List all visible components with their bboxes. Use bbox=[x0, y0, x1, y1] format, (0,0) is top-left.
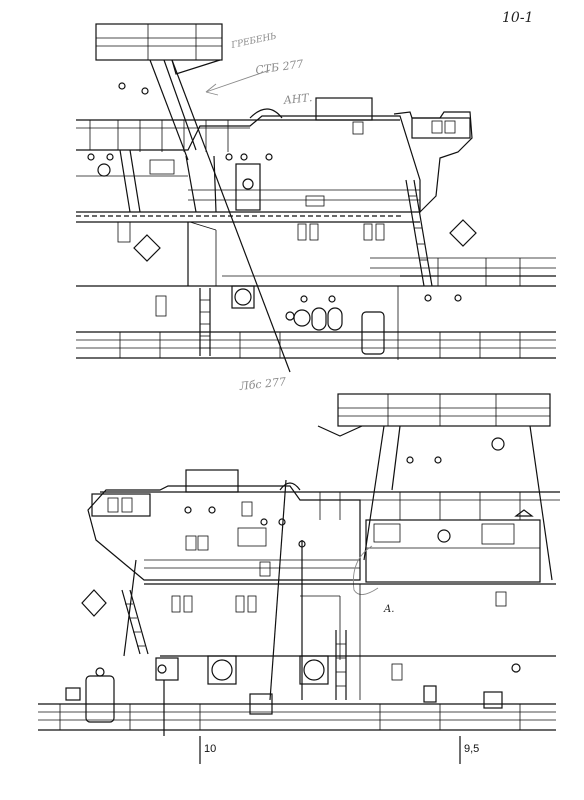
upper-hull-block bbox=[76, 219, 556, 287]
window-icon bbox=[171, 595, 181, 613]
window-icon bbox=[235, 595, 245, 613]
porthole-icon bbox=[406, 456, 414, 464]
porthole-icon bbox=[434, 456, 442, 464]
porthole-icon bbox=[300, 295, 308, 303]
lower-superstructure bbox=[87, 479, 541, 701]
window-icon bbox=[185, 535, 197, 551]
window-icon bbox=[352, 121, 364, 135]
page-label: 10-1 bbox=[502, 10, 533, 26]
porthole-icon bbox=[260, 518, 268, 526]
porthole-icon bbox=[240, 153, 248, 161]
lower-bridge-rail bbox=[100, 469, 560, 520]
upper-profile-view: ГРЕБЕНЬ СТБ 277 АНТ. bbox=[76, 23, 556, 373]
porthole-icon bbox=[491, 437, 505, 451]
diamond-marker-icon bbox=[81, 589, 107, 617]
porthole-icon bbox=[303, 659, 325, 681]
porthole-icon bbox=[511, 663, 521, 673]
porthole-icon bbox=[211, 659, 233, 681]
porthole-icon bbox=[437, 529, 451, 543]
marker-a-label: A. bbox=[383, 604, 394, 615]
pencil-note-mid: Лбс 277 bbox=[238, 375, 287, 393]
pencil-note-line1: ГРЕБЕНЬ bbox=[230, 32, 278, 51]
window-icon bbox=[373, 523, 401, 543]
porthole-icon bbox=[454, 294, 462, 302]
window-icon bbox=[149, 159, 175, 175]
lower-profile-view: A. bbox=[38, 393, 560, 764]
door-icon bbox=[85, 675, 115, 723]
frame-mark-left: 10 bbox=[204, 743, 216, 755]
lower-hull-block bbox=[65, 655, 521, 736]
porthole-icon bbox=[87, 153, 95, 161]
frame-mark-right: 9,5 bbox=[464, 743, 479, 755]
porthole-icon bbox=[328, 295, 336, 303]
window-icon bbox=[155, 295, 167, 317]
door-icon bbox=[235, 163, 261, 211]
porthole-icon bbox=[106, 153, 114, 161]
porthole-icon bbox=[225, 153, 233, 161]
diamond-marker-icon bbox=[133, 234, 161, 262]
upper-bridge-rail bbox=[76, 97, 400, 152]
door-icon bbox=[361, 311, 385, 355]
porthole-icon bbox=[293, 309, 311, 327]
upper-main-railing bbox=[76, 331, 556, 359]
porthole-icon bbox=[118, 82, 126, 90]
window-icon bbox=[309, 223, 319, 241]
window-icon bbox=[237, 527, 267, 547]
window-icon bbox=[247, 595, 257, 613]
pencil-note-line3: АНТ. bbox=[282, 91, 313, 107]
porthole-icon bbox=[208, 506, 216, 514]
upper-superstructure bbox=[76, 111, 473, 213]
window-icon bbox=[117, 221, 131, 243]
window-icon bbox=[363, 223, 373, 241]
upper-right-ladder bbox=[405, 179, 433, 287]
window-icon bbox=[183, 595, 193, 613]
frame-scale: 10 9,5 bbox=[199, 736, 479, 764]
porthole-icon bbox=[234, 288, 252, 306]
porthole-icon bbox=[265, 153, 273, 161]
window-icon bbox=[297, 223, 307, 241]
lower-left-ladder bbox=[121, 559, 149, 657]
porthole-icon bbox=[141, 87, 149, 95]
pencil-note-line2: СТБ 277 bbox=[255, 57, 305, 77]
porthole-icon bbox=[184, 506, 192, 514]
window-icon bbox=[305, 195, 325, 207]
porthole-icon bbox=[424, 294, 432, 302]
porthole-icon bbox=[95, 667, 105, 677]
diamond-marker-icon bbox=[449, 219, 477, 247]
lower-main-railing bbox=[38, 703, 556, 731]
lower-mid-deck: A. bbox=[144, 583, 556, 700]
window-icon bbox=[197, 535, 209, 551]
window-icon bbox=[495, 591, 507, 607]
lower-mast-platform bbox=[317, 393, 553, 581]
window-icon bbox=[375, 223, 385, 241]
upper-lower-deck bbox=[155, 285, 462, 360]
porthole-icon bbox=[97, 163, 111, 177]
porthole-icon bbox=[285, 311, 295, 321]
window-icon bbox=[391, 663, 403, 681]
window-icon bbox=[259, 561, 271, 577]
window-icon bbox=[241, 501, 253, 517]
porthole-icon bbox=[278, 518, 286, 526]
